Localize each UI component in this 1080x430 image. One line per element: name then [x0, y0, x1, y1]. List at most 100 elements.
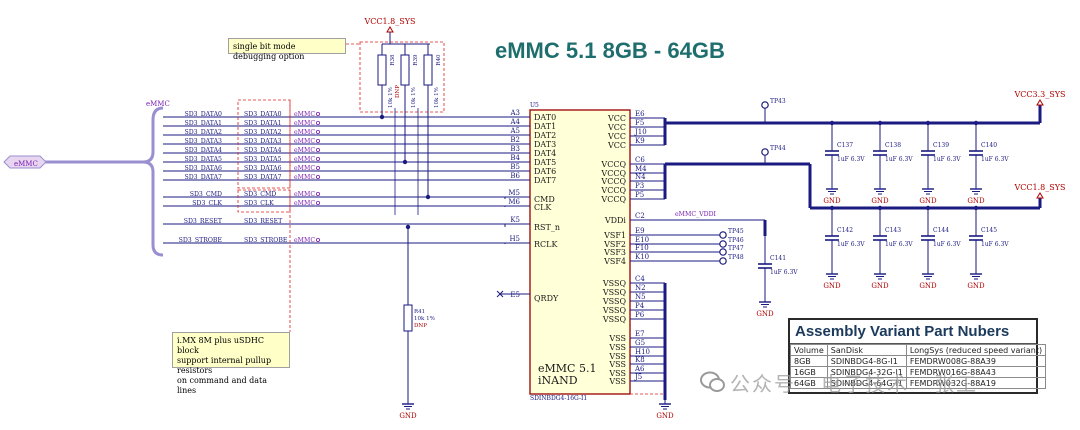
power-label: VCC3.3_SYS — [1014, 90, 1066, 99]
table-cell: SDINBDG4-8G-I1 — [826, 355, 907, 367]
port-dot-icon — [315, 112, 320, 117]
imx-note-line: on command and data lines — [177, 376, 268, 395]
pin-number: P5 — [635, 191, 644, 199]
pin-number: H10 — [635, 348, 650, 356]
no-connect — [496, 290, 504, 298]
signal-net-label: SD3_STROBE — [179, 237, 223, 244]
pin-number: J10 — [634, 128, 647, 136]
pin-name: VSS — [608, 343, 626, 352]
power-label: VCC1.8_SYS — [364, 17, 416, 26]
gnd-label: GND — [967, 197, 985, 205]
chip-ref: U5 — [530, 102, 539, 109]
pin-name: DAT7 — [534, 176, 556, 185]
signal-conn-label: SD3_CMD — [244, 191, 276, 198]
emmc-tag: eMMC — [294, 191, 315, 198]
resistor-ref: R39 — [413, 54, 419, 66]
port-dot-icon — [315, 174, 320, 179]
port-dot-icon — [315, 191, 320, 196]
resistor-value: 10k 1% — [388, 87, 394, 108]
signal-net-label: SD3_RESET — [184, 218, 223, 225]
port-dot-icon — [315, 237, 320, 242]
imx-note-line: i.MX 8M plus uSDHC block — [177, 336, 264, 355]
pin-number: H5 — [509, 235, 520, 243]
emmc-chip — [529, 109, 631, 395]
testpoint-label: TP45 — [728, 228, 744, 235]
pin-number: B5 — [510, 163, 520, 171]
pin-name: VSSQ — [602, 306, 627, 315]
port-dot-icon — [315, 121, 320, 126]
junction-dot — [379, 114, 385, 120]
cap-value: 1uF 6.3V — [933, 241, 961, 248]
assembly-variant-table: Assembly Variant Part Nubers Volume SanD… — [788, 318, 1047, 394]
signal-conn-label: SD3_DATA3 — [244, 138, 282, 145]
testpoint-label: TP44 — [770, 145, 786, 152]
junction-dot — [425, 194, 431, 200]
resistor-value: 10k 1% — [414, 316, 435, 322]
cap-ref: C141 — [770, 255, 786, 262]
resistor-ref: R40 — [436, 54, 442, 66]
resistor-ref: R41 — [414, 309, 425, 315]
testpoint-label: TP47 — [728, 245, 744, 252]
pin-number: M5 — [508, 189, 520, 197]
power-flag-icon — [1036, 192, 1044, 199]
bus-brace — [142, 106, 164, 257]
wechat-icon — [700, 371, 725, 392]
pin-name: DAT2 — [534, 131, 556, 140]
power-label: VCC1.8_SYS — [1014, 183, 1066, 192]
signal-conn-label: SD3_DATA5 — [244, 156, 282, 163]
emmc-tag: eMMC — [294, 237, 315, 244]
resistor-value: 10k 1% — [411, 87, 417, 108]
emmc-tag: eMMC — [294, 200, 315, 207]
debug-option-box — [359, 41, 445, 113]
pin-name: VCCQ — [600, 177, 626, 186]
table-cell: FEMDRW032G-88A19 — [905, 377, 1047, 389]
debug-note: single bit mode debugging option — [228, 38, 346, 61]
emmc-tag: eMMC — [294, 120, 315, 127]
pin-number: K10 — [635, 253, 649, 261]
pin-number: C6 — [635, 156, 645, 164]
signal-conn-label: SD3_DATA1 — [244, 120, 282, 127]
pin-number: K5 — [510, 216, 520, 224]
junction-dot — [405, 224, 411, 230]
pin-number: N2 — [635, 284, 646, 292]
port-dot-icon — [315, 129, 320, 134]
testpoint-icon — [719, 248, 727, 256]
pin-number: E7 — [635, 330, 645, 338]
gnd-label: GND — [871, 282, 889, 290]
junction-dot — [402, 159, 408, 165]
pin-name: DAT5 — [534, 158, 556, 167]
pin-number: B2 — [510, 136, 520, 144]
gnd-label: GND — [919, 197, 937, 205]
pin-number: F10 — [635, 244, 649, 252]
cap-value: 1uF 6.3V — [770, 269, 798, 276]
pin-name: VCC — [607, 123, 626, 132]
pin-name: VCCQ — [600, 186, 626, 195]
pin-name: RST_n — [534, 223, 560, 232]
testpoint-label: TP43 — [770, 98, 786, 105]
imx-note: i.MX 8M plus uSDHC block support interna… — [172, 332, 290, 395]
imx-note-line: support internal pullup resistors — [177, 356, 272, 375]
cap-ref: C145 — [981, 227, 997, 234]
emmc-tag: eMMC — [294, 174, 315, 181]
watermark-text: 公众号 · 电子技术 · 张工 — [730, 372, 979, 396]
pin-name: CMD — [534, 195, 555, 204]
pin-name: VSS — [608, 360, 626, 369]
pin-number: G5 — [635, 339, 645, 347]
signal-conn-label: SD3_RESET — [244, 218, 283, 225]
cap-ref: C140 — [981, 142, 997, 149]
signal-net-label: SD3_DATA4 — [184, 147, 222, 154]
debug-note-text: single bit mode debugging option — [233, 42, 305, 61]
table-header-row: Volume SanDisk LongSys (reduced speed va… — [790, 344, 1047, 356]
pin-name: VCCQ — [600, 160, 626, 169]
pin-number: B6 — [510, 172, 520, 180]
pin-number: A5 — [509, 127, 520, 135]
pin-name: VSF2 — [603, 240, 626, 249]
resistor — [403, 304, 413, 332]
pin-name: VCC — [607, 114, 626, 123]
resistor-ref: R38 — [390, 54, 396, 66]
emmc-tag: eMMC — [294, 129, 315, 136]
emmc-tag: eMMC — [294, 156, 315, 163]
vddi-net-label: eMMC_VDDI — [675, 211, 717, 218]
pin-number: N4 — [635, 173, 646, 181]
signal-conn-label: SD3_DATA2 — [244, 129, 282, 136]
